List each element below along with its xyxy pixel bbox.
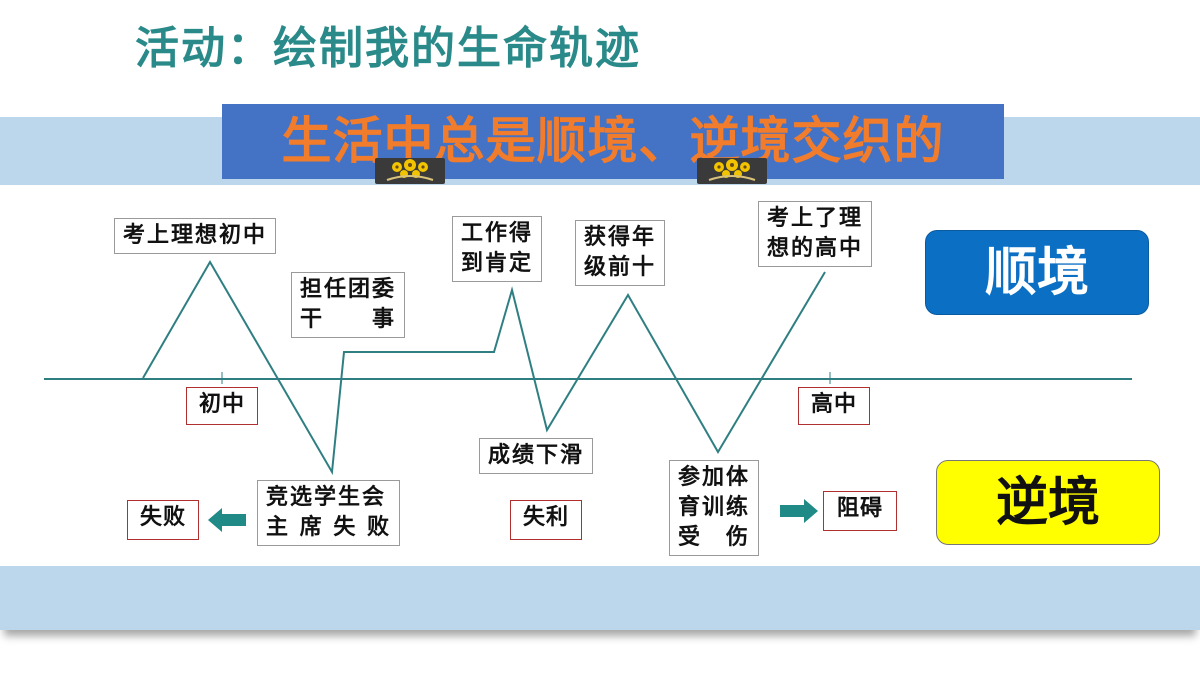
outcome-failure: 失败 [127,500,199,540]
time-axis [44,378,1132,380]
event-league-role: 担任团委 干 事 [291,272,406,338]
legend-adversity: 逆境 [936,460,1160,545]
axis-label-junior: 初中 [186,387,258,425]
event-top-ten: 获得年 级前十 [575,220,666,286]
banner: 生活中总是顺境、逆境交织的 [222,104,1004,179]
event-sports-injury: 参加体 育训练 受 伤 [669,460,760,556]
legend-good-fortune: 顺境 [925,230,1149,315]
axis-label-senior: 高中 [798,387,870,425]
outcome-obstacle: 阻碍 [823,491,897,531]
arrow-right-icon [780,499,818,523]
event-work-praised: 工作得 到肯定 [452,216,543,282]
arrow-left-icon [208,508,246,532]
event-exam-senior: 考上了理 想的高中 [758,201,873,267]
bottom-band [0,566,1200,630]
event-exam-junior: 考上理想初中 [114,218,277,254]
flower-ornament-icon [375,158,445,184]
event-election-fail: 竞选学生会 主 席 失 败 [257,480,400,546]
flower-ornament-icon [697,158,767,184]
event-grades-drop: 成绩下滑 [479,438,594,474]
outcome-setback: 失利 [510,500,582,540]
page-title: 活动：绘制我的生命轨迹 [135,23,641,74]
